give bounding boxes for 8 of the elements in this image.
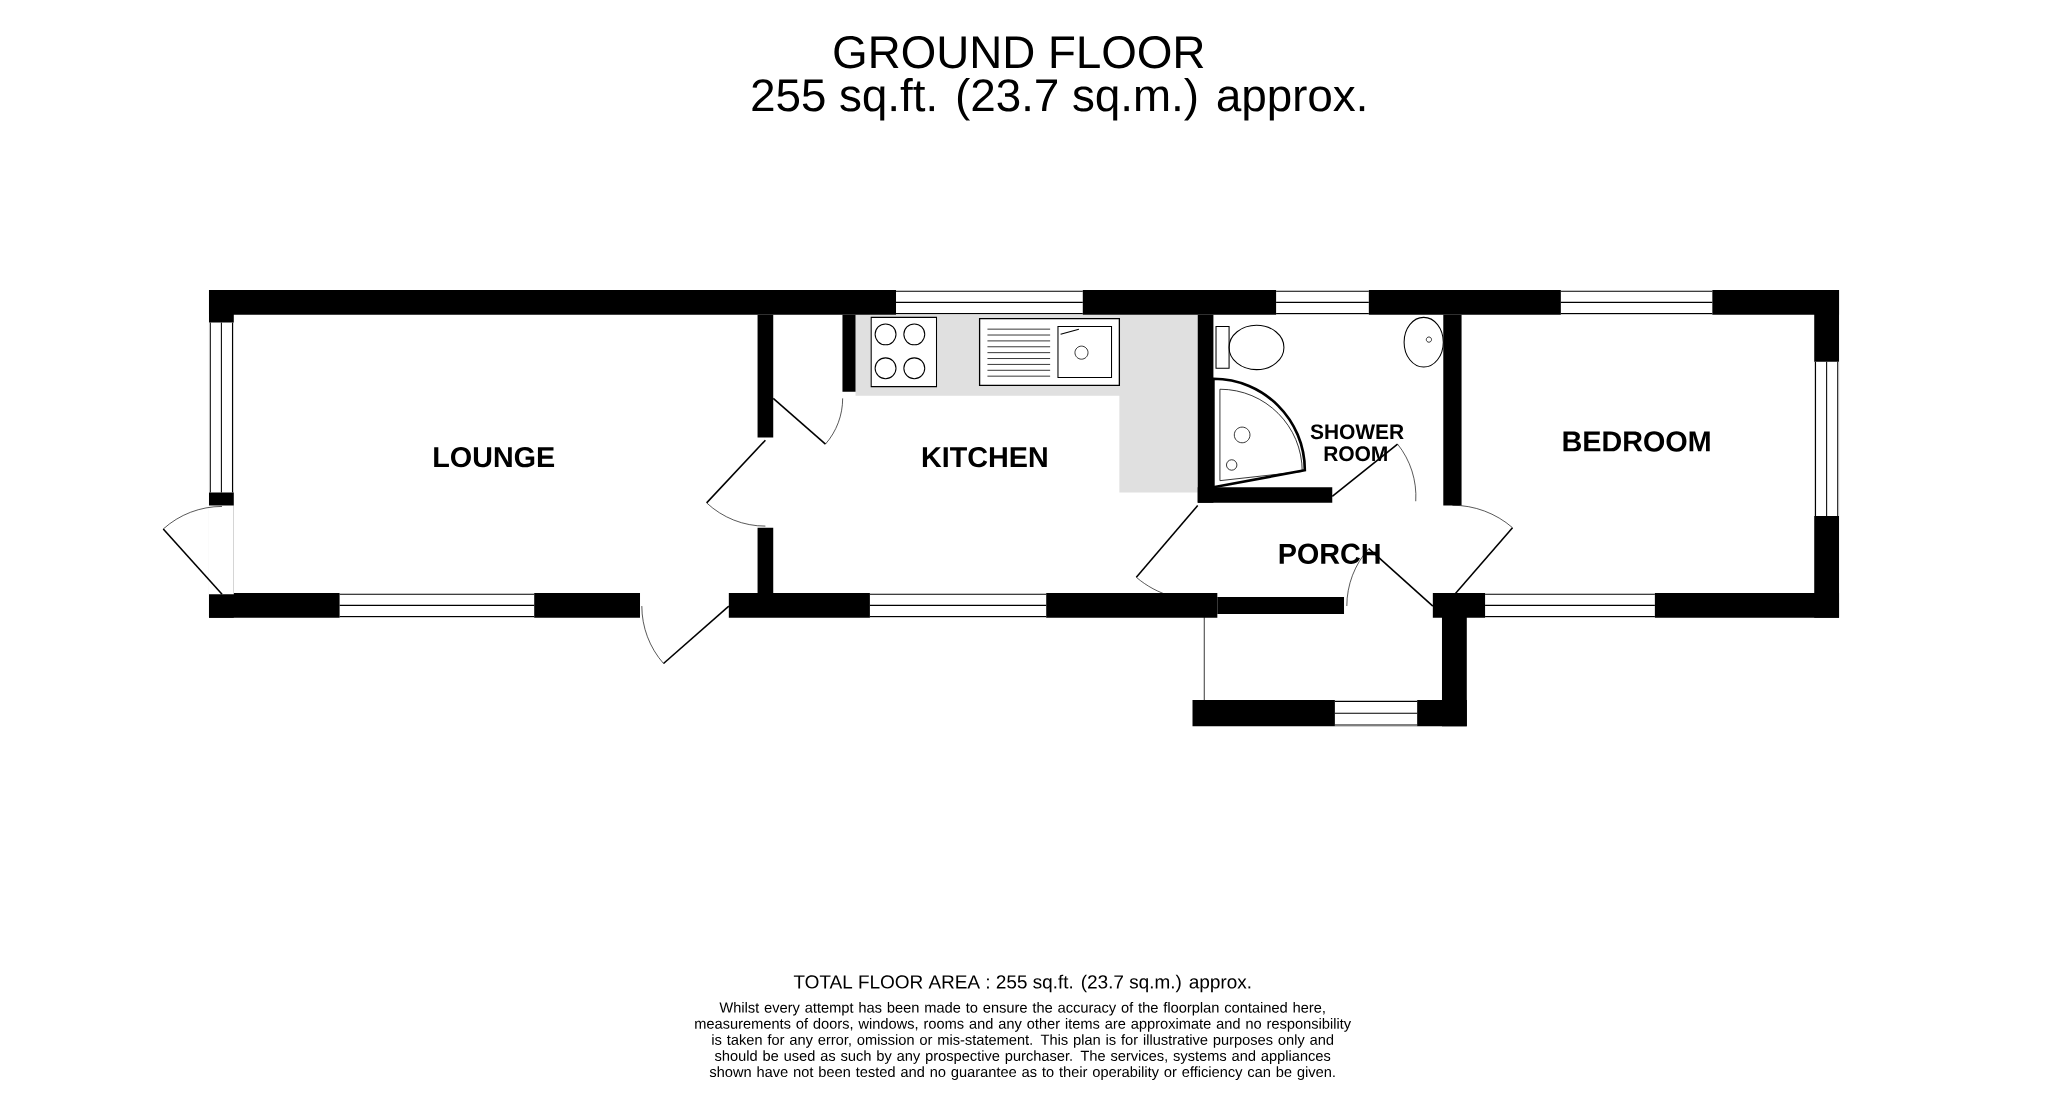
total-floor-area: TOTAL FLOOR AREA : 255 sq.ft. (23.7 sq.m.) approx. [793, 974, 1251, 993]
disclaimer: Whilst every attempt has been made to ensure the accuracy of the floorplan contained here, measurements of doors, windows, rooms and any other items are approximate and no responsibility is taken for any error, omission or mis-statement. This plan is for illustrative purposes only and should be used as such by any prospective purchaser. The services, systems and appliances shown have not been tested and no guarantee as to their operability or efficiency can be given. [695, 1001, 1352, 1080]
floor-area-heading: 255 sq.ft. (23.7 sq.m.) approx. [752, 77, 1365, 121]
room-label: LOUNGE [434, 446, 555, 468]
title: GROUND FLOOR [834, 36, 1204, 69]
room-label: SHOWER ROOM [1310, 424, 1404, 462]
room-label: KITCHEN [922, 446, 1047, 468]
room-label: BEDROOM [1563, 431, 1710, 452]
